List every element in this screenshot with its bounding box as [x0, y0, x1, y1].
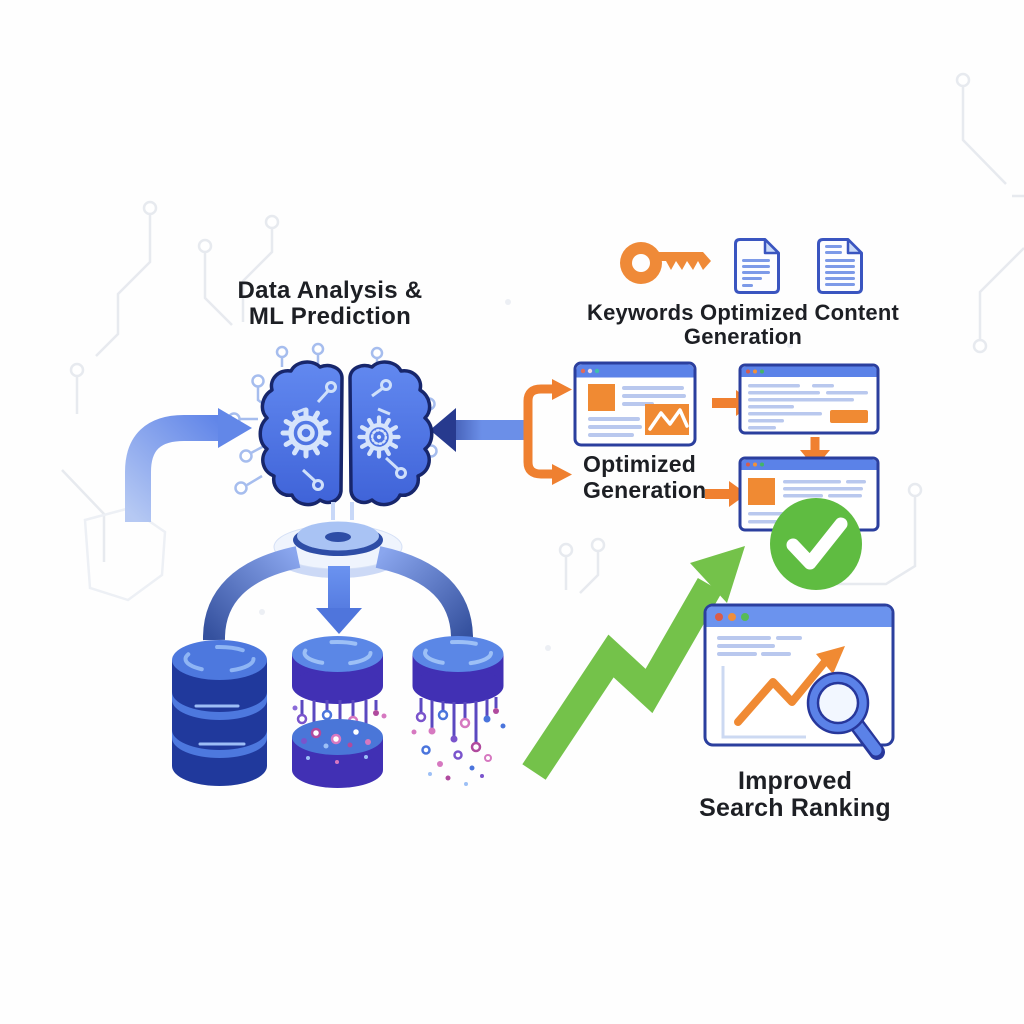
trend-up-arrow-icon — [522, 546, 745, 780]
brain-icon — [258, 360, 434, 507]
window-dot-red — [746, 369, 750, 374]
window-dot-red — [746, 462, 750, 467]
window-dot-white — [587, 368, 593, 374]
gear-icon-right — [357, 415, 401, 459]
key-icon — [620, 242, 711, 284]
window-dot-red — [580, 368, 586, 374]
window-dot-orange — [728, 613, 736, 621]
database-stack-icon — [172, 640, 267, 786]
background-circuit-traces — [61, 72, 1024, 741]
ml-prediction-label: Data Analysis & ML Prediction — [180, 278, 480, 330]
check-icon — [770, 498, 862, 590]
window-dot-orange — [753, 369, 757, 374]
ml-prediction-line2: ML Prediction — [248, 302, 412, 330]
window-dot-green — [741, 613, 749, 621]
keywords-content-line1: Keywords Optimized Content — [587, 300, 899, 325]
data-extraction-icon — [292, 636, 387, 788]
gear-icon-left — [280, 407, 332, 459]
keywords-content-label: Keywords Optimized Content Generation — [563, 301, 923, 349]
split-connector — [523, 379, 572, 485]
document-icon-2 — [817, 238, 863, 294]
search-ranking-line2: Search Ranking — [699, 794, 891, 822]
window-dot-green — [760, 462, 764, 467]
optimized-generation-line1: Optimized — [583, 451, 696, 477]
flow-arrow-down — [316, 566, 362, 634]
window-dot-red — [715, 613, 723, 621]
data-platform — [273, 502, 403, 578]
magnifier-icon — [806, 671, 885, 760]
browser-window-analytics — [703, 603, 895, 760]
optimized-generation-line2: Generation — [583, 476, 707, 503]
flow-arrow-3 — [705, 481, 747, 507]
document-icon-1 — [734, 238, 780, 294]
keywords-content-line2: Generation — [683, 323, 803, 349]
window-dot-orange — [753, 462, 757, 467]
cta-button — [830, 410, 868, 423]
window-dot-teal — [594, 368, 600, 374]
search-ranking-line1: Improved — [737, 767, 853, 795]
flow-arm-right — [375, 546, 474, 641]
chart-axes — [721, 666, 806, 739]
flow-arrow-data-in — [125, 408, 252, 522]
data-stream-icon — [411, 636, 506, 786]
flow-arm-left — [202, 546, 301, 641]
chart-line — [734, 646, 845, 726]
ml-prediction-line1: Data Analysis & — [237, 277, 423, 304]
window-dot-green — [760, 369, 764, 374]
flow-arrow-to-brain — [430, 408, 524, 452]
browser-window-draft — [738, 363, 880, 435]
brain-inner-circuits — [292, 379, 407, 491]
optimized-generation-label: Optimized Generation — [583, 451, 707, 504]
browser-window-content — [573, 361, 697, 447]
search-ranking-label: Improved Search Ranking — [650, 768, 940, 822]
